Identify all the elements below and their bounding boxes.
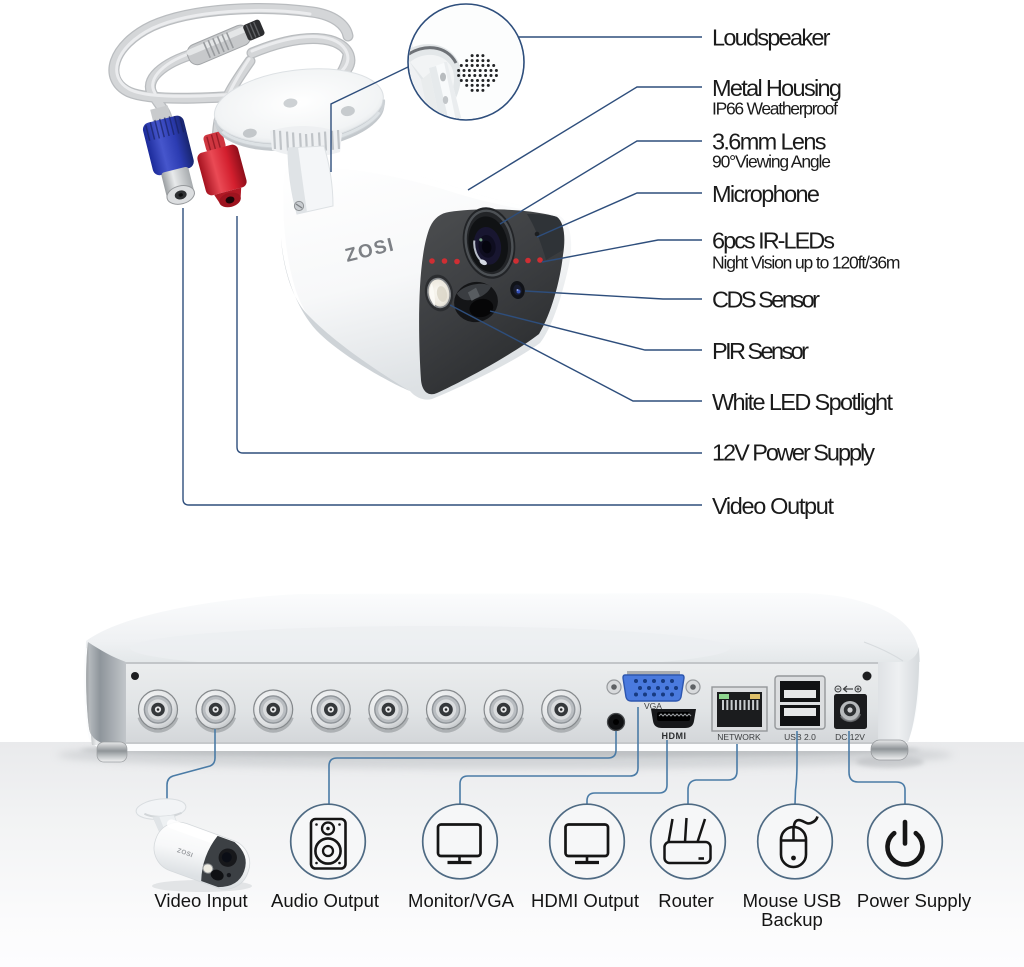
svg-text:Video Input: Video Input	[154, 890, 247, 911]
svg-text:PIR Sensor: PIR Sensor	[712, 338, 809, 364]
svg-text:Loudspeaker: Loudspeaker	[712, 25, 831, 51]
svg-text:3.6mm Lens: 3.6mm Lens	[712, 129, 827, 155]
svg-text:Microphone: Microphone	[712, 181, 820, 207]
svg-text:VGA: VGA	[644, 701, 662, 711]
svg-text:Monitor/VGA: Monitor/VGA	[408, 890, 515, 911]
svg-text:CDS Sensor: CDS Sensor	[712, 287, 820, 313]
svg-text:DC 12V: DC 12V	[835, 732, 865, 742]
svg-text:HDMI: HDMI	[662, 731, 687, 741]
svg-text:Audio Output: Audio Output	[271, 890, 379, 911]
svg-text:12V Power Supply: 12V Power Supply	[712, 440, 875, 466]
svg-text:90°Viewing Angle: 90°Viewing Angle	[712, 152, 831, 172]
svg-text:Power Supply: Power Supply	[857, 890, 972, 911]
svg-text:White LED Spotlight: White LED Spotlight	[712, 389, 893, 415]
svg-text:Night Vision up to 120ft/36m: Night Vision up to 120ft/36m	[712, 253, 901, 273]
svg-text:Mouse USB: Mouse USB	[743, 890, 842, 911]
svg-text:Video Output: Video Output	[712, 493, 834, 519]
svg-text:6pcs IR-LEDs: 6pcs IR-LEDs	[712, 228, 835, 254]
svg-text:Backup: Backup	[761, 909, 823, 930]
svg-text:IP66 Weatherproof: IP66 Weatherproof	[712, 99, 838, 119]
svg-text:HDMI Output: HDMI Output	[531, 890, 639, 911]
svg-text:NETWORK: NETWORK	[717, 732, 761, 742]
svg-text:USB 2.0: USB 2.0	[784, 732, 816, 742]
svg-text:Metal Housing: Metal Housing	[712, 75, 842, 101]
svg-text:Router: Router	[658, 890, 714, 911]
